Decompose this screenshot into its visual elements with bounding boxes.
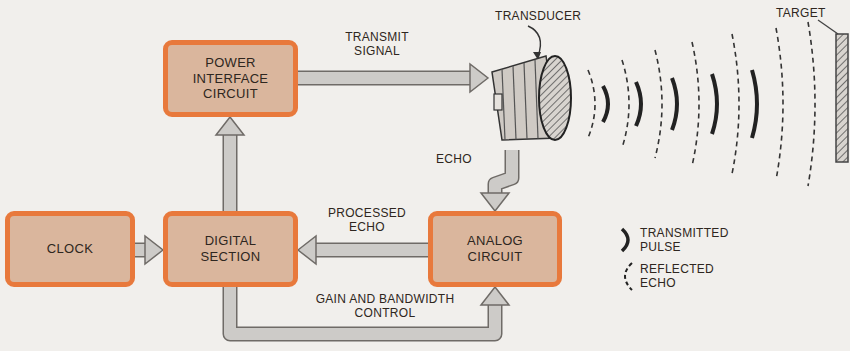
pointer-arrow [528,26,540,56]
body-ridge [524,63,527,139]
wave-fronts [588,22,815,186]
legend-sample-solid [622,229,628,251]
process-box: CLOCK [5,211,135,287]
arrow-shaft [224,134,236,211]
transmitted-pulse [752,70,757,138]
signal-arrow [216,117,244,211]
arrow-shaft-outline [223,134,238,211]
arrow-head [298,236,316,264]
arrow-shaft [315,244,428,256]
reflected-echo [732,34,739,174]
leader-line [818,20,838,34]
transmitted-pulse [712,74,717,134]
transmitted-pulse [636,82,641,126]
reflected-echo [622,60,629,148]
legend-text: REFLECTED ECHO [640,262,730,290]
transducer: TRANSDUCER [488,6,598,150]
process-box: DIGITAL SECTION [163,211,298,287]
arrow-head [216,117,244,135]
box-label: POWER INTERFACE CIRCUIT [174,55,287,102]
transducer-drawing [488,6,598,150]
signal-arrow [230,287,509,334]
signal-label: GAIN AND BANDWIDTH CONTROL [300,292,470,320]
arrow-shaft-outline [315,243,428,258]
body-ridge [513,66,516,140]
box-label: DIGITAL SECTION [174,233,287,264]
part-label: TARGET [776,6,826,20]
reflected-echo [776,28,783,180]
legend-text: TRANSMITTED PULSE [640,226,740,254]
box-label: ANALOG CIRCUIT [439,233,551,264]
body-ridge [535,60,538,139]
arrow-shaft [298,72,471,84]
box-label: CLOCK [47,241,93,257]
process-box: ANALOG CIRCUIT [428,211,562,287]
signal-arrow [481,150,512,211]
arrow-shaft-outline [298,71,471,86]
reflected-echo [808,22,815,186]
arrow-head [145,236,163,264]
arrow-shaft [230,287,495,334]
transducer-label: TRANSDUCER [495,9,581,23]
connector-tab [494,94,502,110]
transmitted-pulse [672,78,677,130]
target-plate [836,34,848,162]
reflected-echo [692,42,699,166]
arrow-shaft [495,150,512,194]
arrow-head [481,287,509,305]
reflected-echo [588,70,595,138]
transmitted-pulse [603,86,608,122]
reflected-echo [655,50,662,158]
arrow-shaft-outline [230,287,495,334]
process-box: POWER INTERFACE CIRCUIT [163,40,298,117]
signal-arrow [298,64,488,92]
transducer-face [539,56,571,140]
arrow-shaft-outline [495,150,512,194]
legend-sample-dashed [625,263,632,290]
arrow-head [481,193,509,211]
signal-label: PROCESSED ECHO [312,206,422,234]
signal-label: TRANSMIT SIGNAL [322,30,432,58]
arrow-head [470,64,488,92]
signal-label: ECHO [436,152,486,166]
signal-arrow [298,236,428,264]
signal-arrow [135,236,163,264]
